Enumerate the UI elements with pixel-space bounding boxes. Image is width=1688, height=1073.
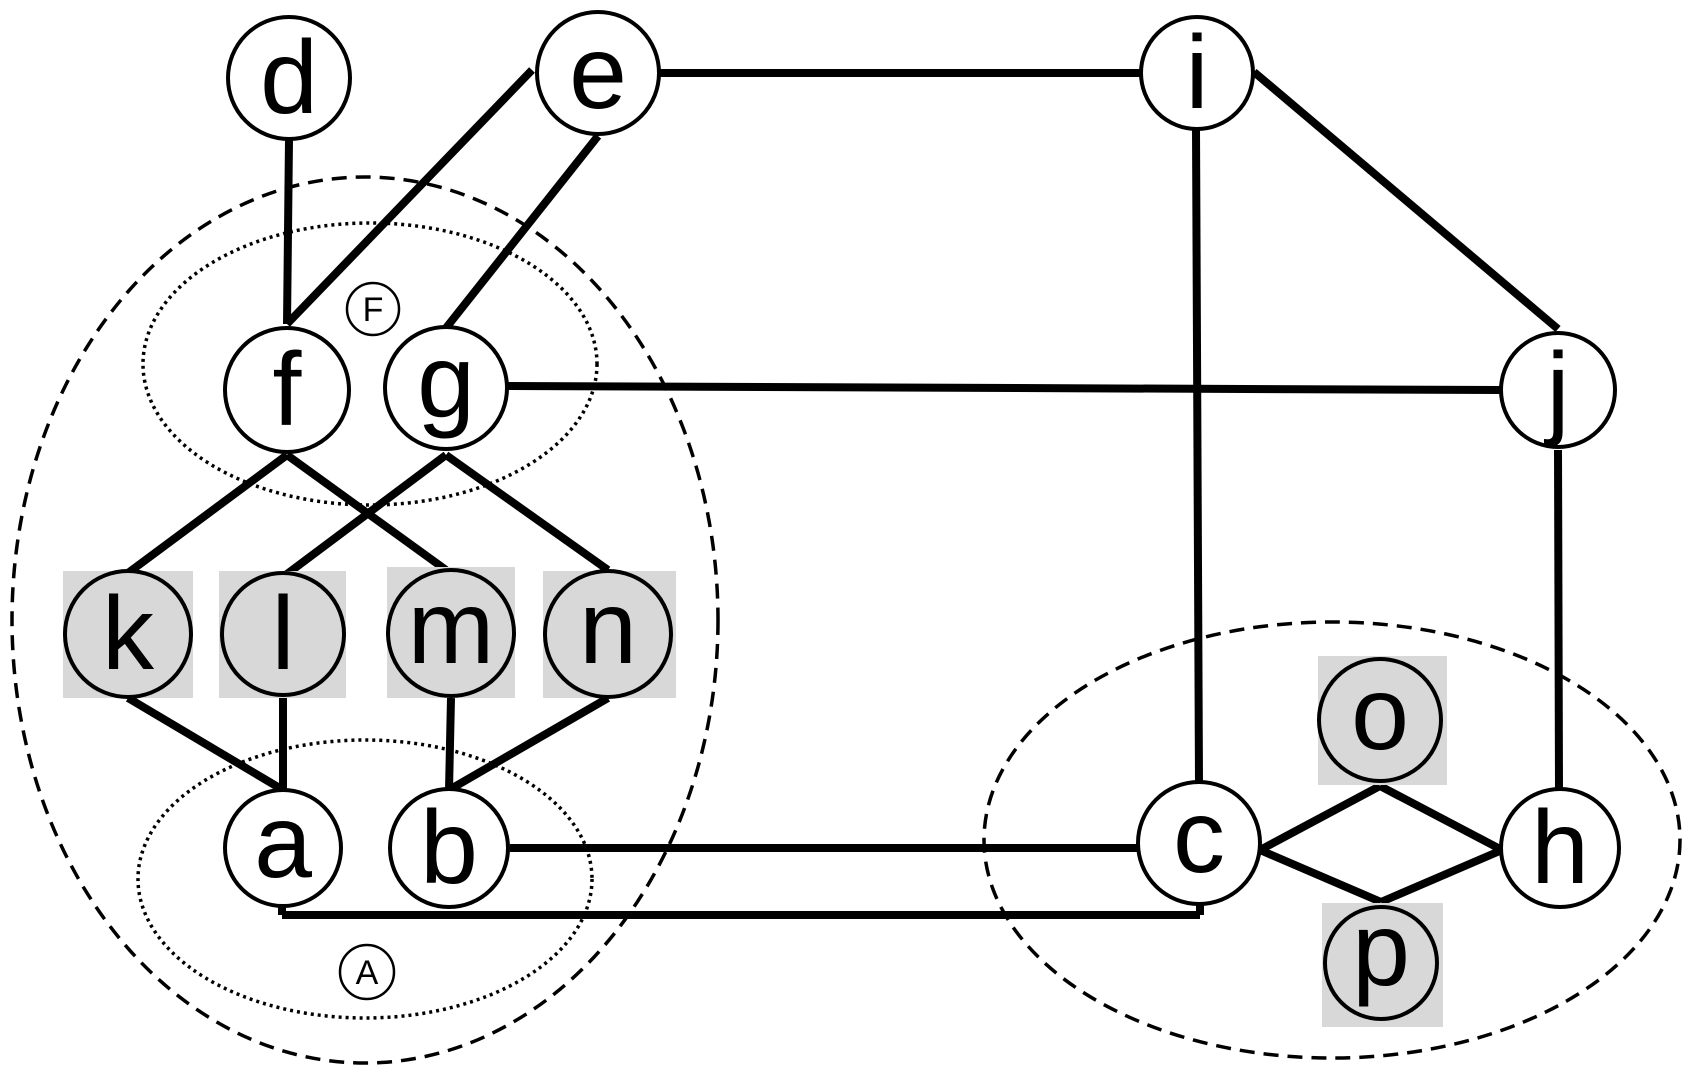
edge-e-g bbox=[442, 133, 602, 331]
edge-o-h bbox=[1378, 782, 1504, 854]
node-j: j bbox=[1499, 331, 1617, 449]
node-k: k bbox=[63, 569, 193, 699]
group-f-outline bbox=[141, 221, 599, 507]
group-a-letter: A bbox=[356, 954, 379, 992]
node-c: c bbox=[1136, 779, 1262, 906]
node-m: m bbox=[386, 568, 516, 698]
node-g-label: g bbox=[417, 324, 475, 440]
node-n: n bbox=[543, 569, 673, 699]
edge-g-l bbox=[280, 451, 449, 581]
node-a: a bbox=[223, 784, 343, 908]
node-c-label: c bbox=[1173, 779, 1225, 895]
node-b: b bbox=[388, 787, 510, 909]
node-f: f bbox=[223, 326, 351, 454]
node-e: e bbox=[535, 10, 661, 136]
edge-g-j bbox=[506, 382, 1501, 394]
node-i-label: i bbox=[1185, 15, 1208, 131]
right-cluster-outline bbox=[982, 620, 1682, 1060]
edge-c-o bbox=[1258, 782, 1382, 854]
node-d: d bbox=[226, 15, 352, 141]
edge-m-b bbox=[445, 697, 455, 791]
edge-g-n bbox=[443, 451, 611, 574]
node-p: p bbox=[1323, 892, 1439, 1021]
edge-c-p bbox=[1258, 846, 1383, 906]
node-e-label: e bbox=[569, 15, 627, 131]
edge-i-j bbox=[1251, 68, 1561, 333]
edge-e-f bbox=[284, 67, 535, 327]
edge-p-h bbox=[1379, 846, 1504, 906]
edge-n-b bbox=[446, 694, 611, 794]
node-k-label: k bbox=[102, 576, 155, 692]
node-f-label: f bbox=[273, 332, 303, 448]
group-a-label: A bbox=[338, 943, 396, 1001]
node-m-label: m bbox=[408, 570, 495, 686]
node-h: h bbox=[1499, 787, 1621, 909]
node-o: o bbox=[1317, 656, 1443, 783]
node-h-label: h bbox=[1531, 790, 1589, 906]
node-l-label: l bbox=[271, 576, 294, 692]
node-p-label: p bbox=[1352, 892, 1410, 1008]
group-a-outline bbox=[136, 738, 594, 1020]
group-f-letter: F bbox=[363, 291, 384, 329]
group-f-label: F bbox=[345, 281, 401, 337]
node-n-label: n bbox=[579, 570, 637, 686]
node-j-label: j bbox=[1543, 332, 1569, 448]
left-cluster-outline bbox=[10, 175, 720, 1065]
edge-f-k bbox=[125, 451, 290, 577]
edge-j-h bbox=[1554, 449, 1563, 791]
edge-k-a bbox=[125, 694, 286, 794]
node-d-label: d bbox=[260, 20, 318, 136]
edge-d-f bbox=[283, 138, 293, 325]
node-a-label: a bbox=[254, 784, 312, 900]
node-i: i bbox=[1139, 15, 1255, 131]
node-l: l bbox=[220, 571, 346, 697]
node-b-label: b bbox=[420, 790, 478, 906]
node-g: g bbox=[383, 324, 509, 451]
node-o-label: o bbox=[1351, 656, 1409, 772]
edge-i-c bbox=[1192, 128, 1203, 786]
